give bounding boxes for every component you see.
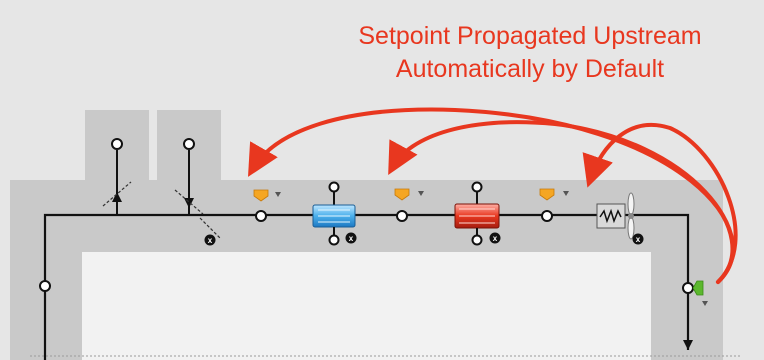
supply-fan[interactable]: x (596, 192, 644, 245)
relief-damper[interactable]: x (199, 217, 221, 246)
svg-text:x: x (636, 235, 641, 244)
remove-icon[interactable] (489, 232, 501, 244)
node-return-air[interactable] (39, 280, 51, 292)
upstream-setpoint-manager[interactable] (692, 280, 708, 306)
svg-text:x: x (493, 234, 498, 243)
arrow-to-setpoint-3 (582, 122, 738, 284)
setpoint-manager-3[interactable] (539, 188, 569, 201)
setpoint-manager-icon (692, 280, 704, 296)
remove-icon[interactable] (632, 233, 644, 245)
relief-air-stream (174, 138, 204, 215)
setpoint-manager-1[interactable] (253, 189, 281, 202)
callout-text: Setpoint Propagated Upstream Automatical… (300, 20, 760, 86)
propagation-arrows (248, 107, 738, 284)
setpoint-manager-icon (253, 189, 269, 202)
setpoint-manager-2[interactable] (394, 188, 424, 201)
outdoor-air-stream (102, 138, 132, 215)
node-supply-outlet[interactable] (682, 282, 694, 294)
setpoint-manager-icon (539, 188, 555, 201)
callout-line-2: Automatically by Default (395, 55, 665, 83)
setpoint-manager-icon (394, 188, 410, 201)
node-relief-air[interactable] (183, 138, 195, 150)
inner-panel (82, 252, 651, 360)
node-outdoor-air[interactable] (111, 138, 123, 150)
remove-icon[interactable] (204, 234, 216, 246)
arrow-to-setpoint-2 (388, 120, 735, 284)
chevron-down-icon[interactable] (563, 191, 569, 196)
remove-icon[interactable] (345, 232, 357, 244)
callout-line-1: Setpoint Propagated Upstream (358, 22, 702, 50)
node-after-cooling[interactable] (396, 210, 408, 222)
chevron-down-icon[interactable] (418, 191, 424, 196)
cooling-coil[interactable]: x (312, 181, 357, 246)
node-after-heating[interactable] (541, 210, 553, 222)
svg-text:x: x (349, 234, 354, 243)
chevron-down-icon[interactable] (702, 301, 708, 306)
outdoor-air-arrow (112, 192, 122, 202)
node-mixed-air[interactable] (255, 210, 267, 222)
chevron-down-icon[interactable] (275, 192, 281, 197)
outdoor-air-damper-icon (102, 181, 132, 207)
heating-coil[interactable]: x (454, 181, 501, 246)
loop-end-arrow (683, 340, 693, 350)
svg-text:x: x (208, 236, 213, 245)
